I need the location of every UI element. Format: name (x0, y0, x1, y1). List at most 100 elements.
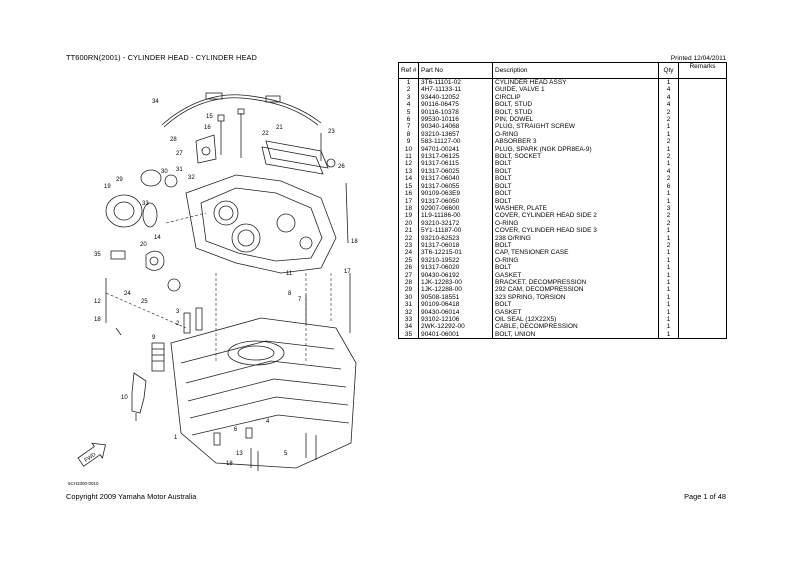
cell-remarks (678, 93, 727, 102)
cell-description: BRACKET, DECOMPRESSION (492, 278, 659, 287)
cell-part-no: 3T6-11101-02 (418, 78, 493, 87)
cell-ref: 20 (398, 219, 419, 228)
cell-qty: 1 (658, 278, 679, 287)
svg-text:12: 12 (94, 299, 101, 305)
svg-text:16: 16 (204, 125, 211, 131)
cell-qty: 1 (658, 323, 679, 331)
cell-part-no: 1L9-11186-00 (418, 212, 493, 220)
svg-text:18: 18 (351, 239, 358, 245)
cell-ref: 11 (398, 153, 419, 161)
cell-remarks (678, 308, 727, 316)
svg-text:5: 5 (284, 451, 288, 457)
cell-description: O-RING (492, 219, 659, 228)
cell-ref: 30 (398, 293, 419, 302)
cell-description: BOLT (492, 167, 659, 176)
cell-remarks (678, 286, 727, 294)
cell-part-no: 90116-10378 (418, 108, 493, 117)
cell-ref: 10 (398, 145, 419, 154)
cell-ref: 6 (398, 116, 419, 124)
cell-remarks (678, 190, 727, 198)
cell-qty: 6 (658, 182, 679, 191)
cell-ref: 23 (398, 241, 419, 250)
cell-ref: 2 (398, 86, 419, 94)
cell-remarks (678, 204, 727, 213)
cell-description: WASHER, PLATE (492, 204, 659, 213)
cell-remarks (678, 249, 727, 257)
cylinder-head-body (170, 317, 357, 469)
cell-part-no: 91317-06018 (418, 241, 493, 250)
cell-ref: 21 (398, 227, 419, 235)
cell-part-no: 1JK-12283-00 (418, 278, 493, 287)
cell-ref: 31 (398, 301, 419, 309)
cell-remarks (678, 116, 727, 124)
cell-part-no: 91317-06050 (418, 197, 493, 205)
cell-part-no: 91317-06020 (418, 264, 493, 272)
exploded-parts-diagram: 34 15 16 28 27 31 32 30 29 19 33 21 22 2… (66, 63, 386, 488)
cell-part-no: 2WK-12292-00 (418, 323, 493, 331)
cell-remarks (678, 197, 727, 205)
cell-ref: 1 (398, 78, 419, 87)
decompression-cable (161, 94, 322, 126)
cell-qty: 2 (658, 241, 679, 250)
callout-34: 34 (152, 99, 159, 105)
cell-ref: 33 (398, 316, 419, 324)
cell-remarks (678, 264, 727, 272)
cell-part-no: 4H7-11133-11 (418, 86, 493, 94)
cell-remarks (678, 256, 727, 265)
svg-text:31: 31 (176, 167, 183, 173)
cell-remarks (678, 175, 727, 183)
cell-part-no: 94701-00241 (418, 145, 493, 154)
cell-part-no: 90109-06418 (418, 301, 493, 309)
cell-remarks (678, 219, 727, 228)
cell-qty: 1 (658, 160, 679, 168)
cell-part-no: 99530-10116 (418, 116, 493, 124)
cell-part-no: 91317-06040 (418, 175, 493, 183)
cell-remarks (678, 145, 727, 154)
cell-qty: 4 (658, 101, 679, 109)
cell-qty: 1 (658, 227, 679, 235)
copyright: Copyright 2009 Yamaha Motor Australia (66, 492, 197, 501)
cell-ref: 16 (398, 190, 419, 198)
valve-cover (185, 174, 337, 274)
cell-part-no: 3T6-12215-01 (418, 249, 493, 257)
cell-part-no: 93440-12052 (418, 93, 493, 102)
cell-remarks (678, 330, 727, 340)
header-qty: Qty (658, 62, 679, 79)
svg-text:26: 26 (338, 164, 345, 170)
svg-text:27: 27 (176, 151, 183, 157)
cell-description: BOLT, SOCKET (492, 153, 659, 161)
cell-remarks (678, 301, 727, 309)
svg-text:19: 19 (104, 184, 111, 190)
cell-description: BOLT (492, 197, 659, 205)
cell-qty: 4 (658, 93, 679, 102)
cell-description: COVER, CYLINDER HEAD SIDE 3 (492, 227, 659, 235)
cell-description: 292 CAM, DECOMPRESSION (492, 286, 659, 294)
cell-description: OIL SEAL (12X22X5) (492, 316, 659, 324)
cell-ref: 14 (398, 175, 419, 183)
svg-text:13: 13 (236, 451, 243, 457)
cell-part-no: 91317-06125 (418, 153, 493, 161)
cell-qty: 1 (658, 123, 679, 131)
cell-qty: 1 (658, 249, 679, 257)
svg-text:15: 15 (206, 114, 213, 120)
svg-text:8: 8 (288, 291, 292, 297)
cell-qty: 1 (658, 286, 679, 294)
cell-description: PLUG, SPARK (NGK DPR8EA-9) (492, 145, 659, 154)
page-number: Page 1 of 48 (684, 492, 726, 501)
cell-ref: 7 (398, 123, 419, 131)
cell-qty: 2 (658, 212, 679, 220)
cell-qty: 2 (658, 219, 679, 228)
